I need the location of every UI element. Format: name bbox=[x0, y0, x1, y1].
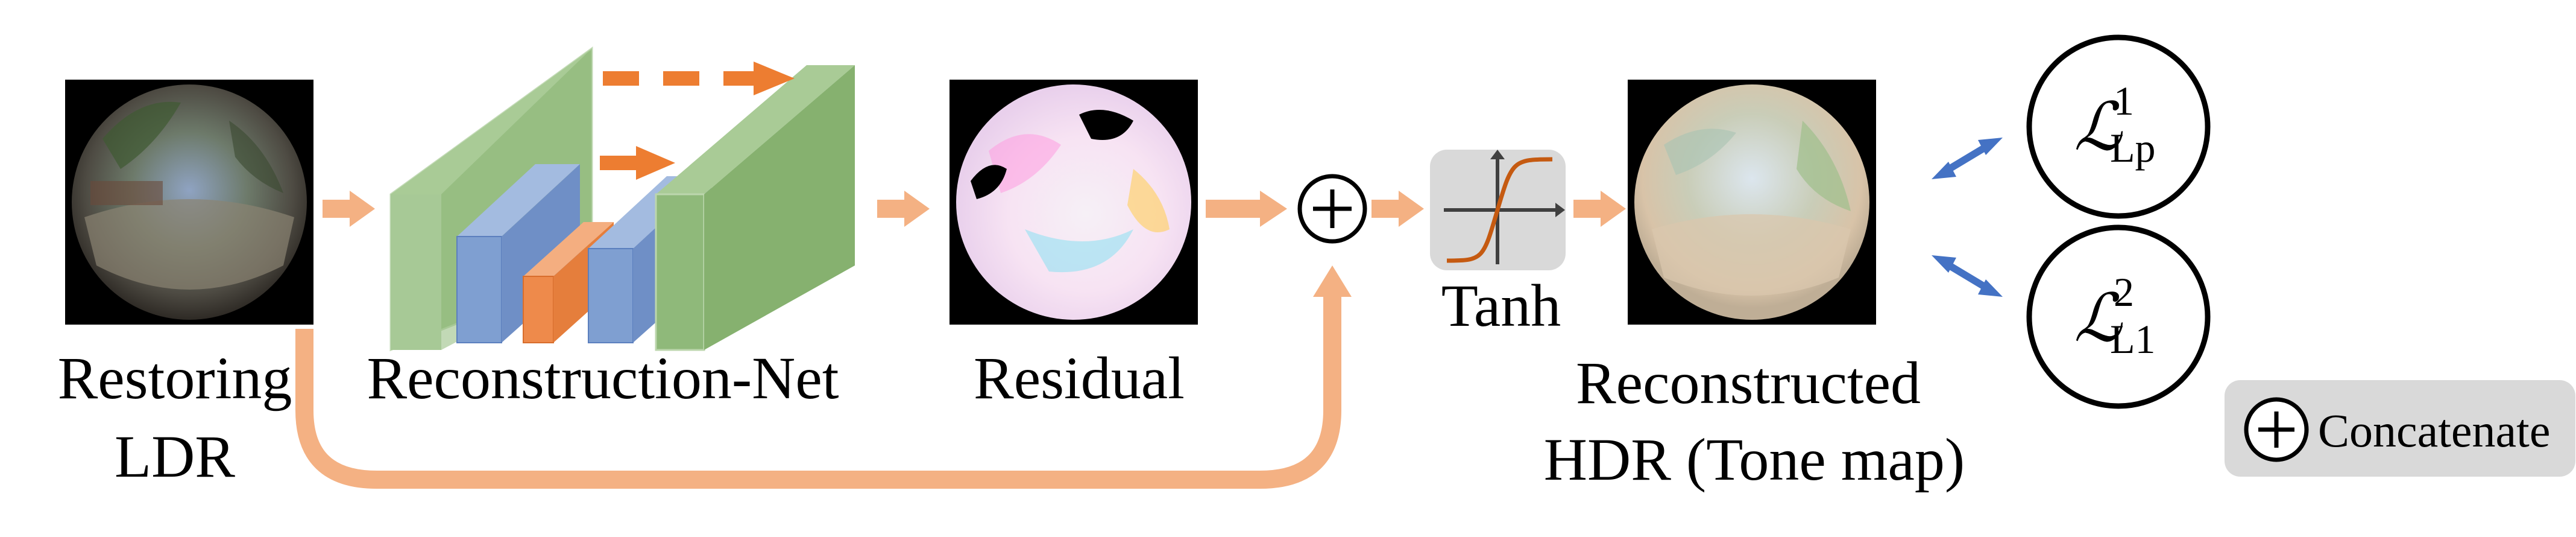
flow-arrow-2 bbox=[877, 191, 930, 227]
restoring-label-line2: LDR bbox=[115, 423, 235, 490]
loss-lp: ℒ 1 Lp bbox=[2026, 34, 2211, 219]
tanh-label: Tanh bbox=[1441, 272, 1561, 339]
skip-connection-mid bbox=[600, 146, 675, 180]
legend-concatenate: Concatenate bbox=[2225, 380, 2575, 477]
hdr-image bbox=[1628, 80, 1876, 325]
residual-label: Residual bbox=[974, 345, 1185, 411]
legend-label: Concatenate bbox=[2318, 404, 2550, 457]
reconstructed-label-line2: HDR (Tone map) bbox=[1544, 426, 1965, 493]
loss-arrow-lp bbox=[1932, 138, 2003, 179]
loss-l1-subscript: L1 bbox=[2110, 316, 2156, 362]
restoring-label-line1: Restoring bbox=[58, 345, 292, 411]
loss-l1: ℒ 2 L1 bbox=[2026, 224, 2211, 409]
loss-arrow-l1 bbox=[1932, 255, 2003, 297]
flow-arrow-5 bbox=[1573, 191, 1626, 227]
reconstructed-label-line1: Reconstructed bbox=[1576, 349, 1921, 416]
flow-arrow-3 bbox=[1206, 191, 1287, 227]
loss-lp-subscript: Lp bbox=[2110, 125, 2156, 171]
skip-connection-top bbox=[603, 62, 795, 95]
reconstruction-net-label: Reconstruction-Net bbox=[367, 345, 839, 411]
reconstruction-net bbox=[389, 46, 855, 352]
loss-l1-superscript: 2 bbox=[2114, 269, 2134, 315]
residual-image bbox=[949, 80, 1198, 325]
loss-lp-symbol: ℒ bbox=[2074, 91, 2123, 164]
add-node bbox=[1297, 174, 1367, 244]
global-skip-connection bbox=[295, 265, 1352, 489]
decoder-block-1 bbox=[655, 65, 855, 351]
encoder-block-2 bbox=[456, 164, 580, 343]
flow-arrow-1 bbox=[323, 191, 375, 227]
tanh-activation bbox=[1430, 150, 1566, 270]
flow-arrow-4 bbox=[1371, 191, 1424, 227]
loss-lp-superscript: 1 bbox=[2114, 78, 2134, 124]
loss-l1-symbol: ℒ bbox=[2074, 282, 2123, 355]
ldr-image bbox=[65, 80, 313, 325]
